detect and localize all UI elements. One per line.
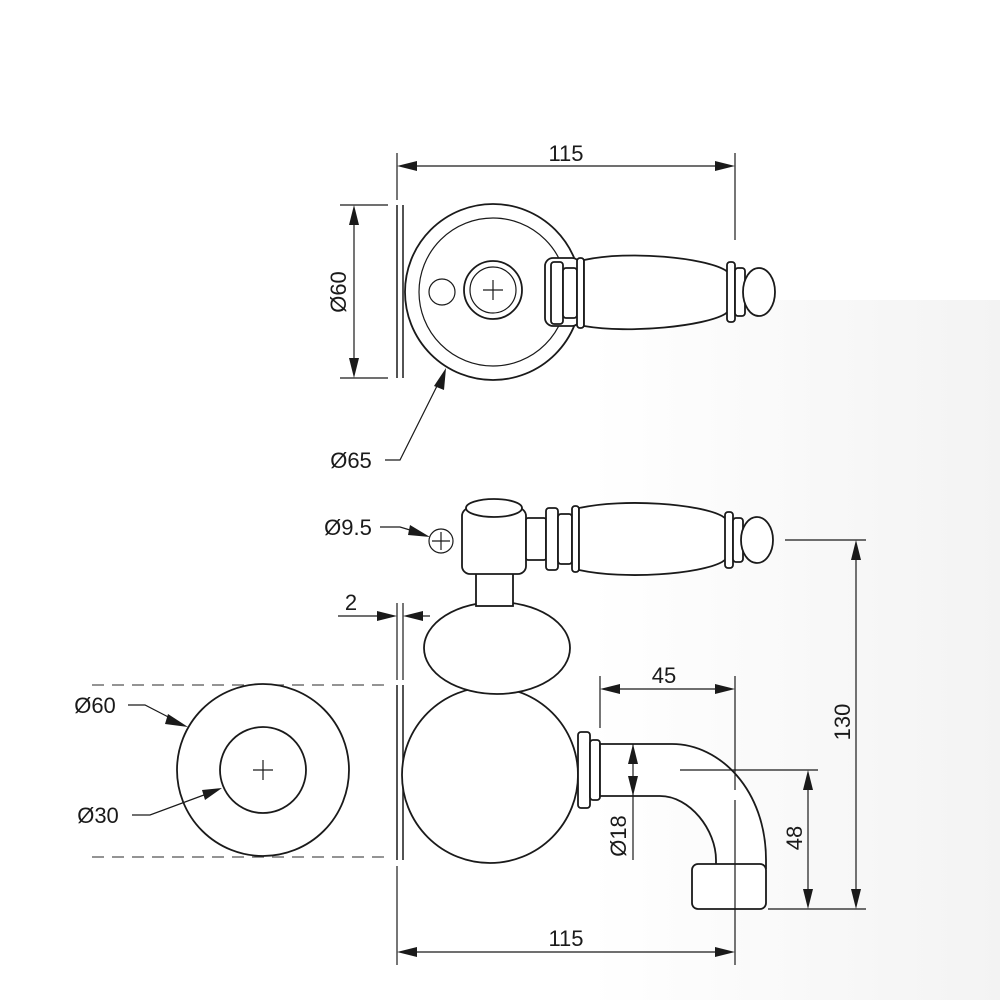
side-dim-dia-9-5: Ø9.5 [324,515,454,554]
side-thickness-2-label: 2 [345,590,357,615]
top-dia-60-label: Ø60 [326,271,351,313]
side-view [396,498,774,910]
front-view [92,683,392,858]
front-dia-60-label: Ø60 [74,693,116,718]
front-dim-dia-60: Ø60 [74,693,188,727]
bottom-dim-115: 115 [396,800,736,965]
side-dim-thickness-2: 2 [338,590,430,680]
side-spout-dia-18-label: Ø18 [606,815,631,857]
front-dim-dia-30: Ø30 [77,788,222,828]
side-spout-48-label: 48 [782,826,807,850]
side-dim-45: 45 [599,663,736,790]
side-height-130-label: 130 [830,704,855,741]
top-dim-dia-65: Ø65 [330,368,446,473]
front-dia-30-label: Ø30 [77,803,119,828]
side-dim-dia-18: Ø18 [606,744,638,860]
bottom-width-label: 115 [548,926,583,951]
top-dim-dia-60: Ø60 [326,204,388,379]
top-width-label: 115 [548,141,583,166]
top-dim-115: 115 [396,141,736,240]
top-view [396,203,776,381]
background-shade [590,300,1000,1000]
side-spout-45-label: 45 [652,663,676,688]
top-dia-65-label: Ø65 [330,448,372,473]
side-dia-9-5-label: Ø9.5 [324,515,372,540]
side-dim-130: 130 [768,539,866,910]
side-dim-48: 48 [680,769,818,909]
